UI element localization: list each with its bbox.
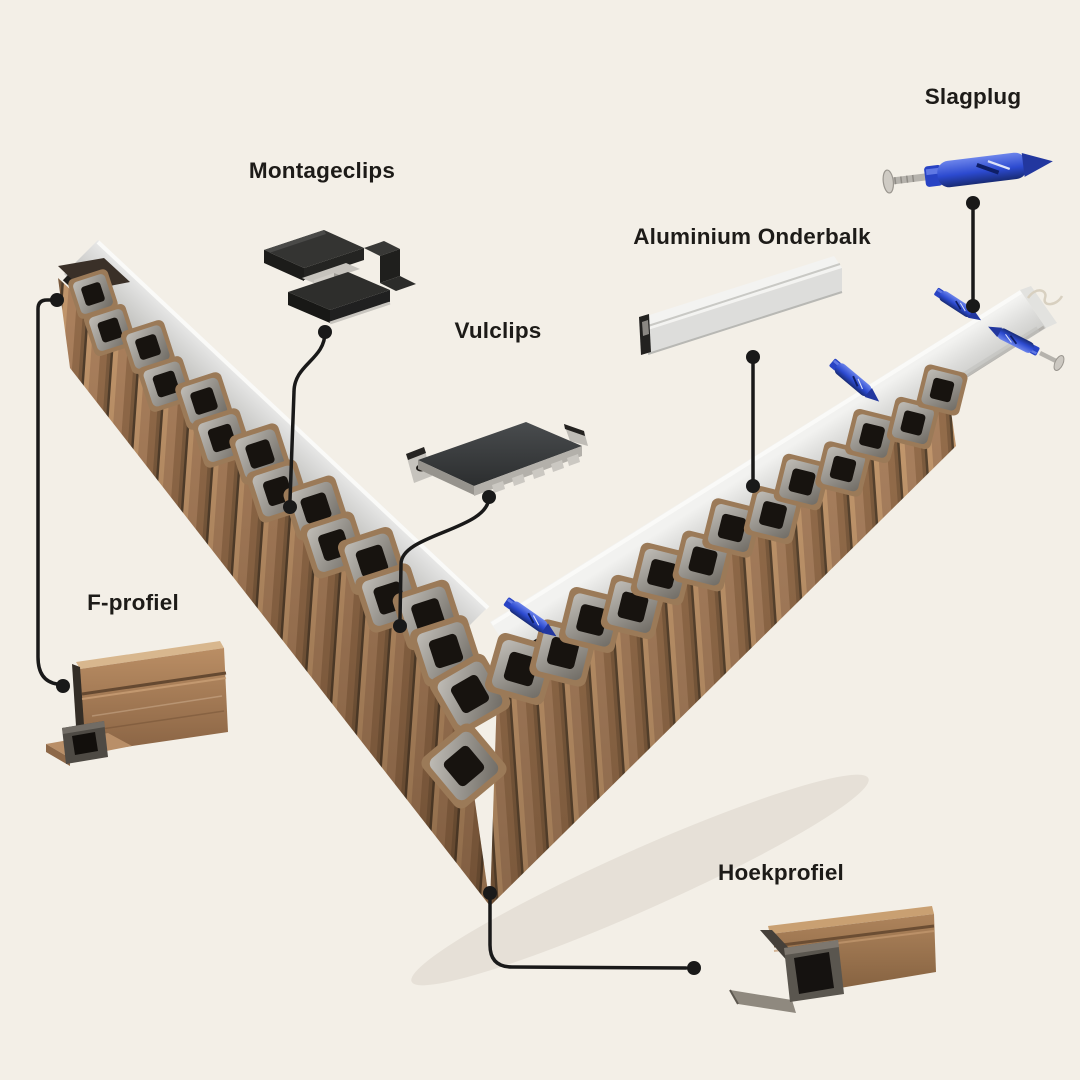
leader-line-montageclips (288, 330, 327, 502)
slat-wall-assembly (58, 240, 1065, 906)
rail-wire (1026, 289, 1064, 306)
plug-with-screw-in-rail (984, 320, 1065, 371)
label-aluminium-onderbalk: Aluminium Onderbalk (633, 224, 871, 249)
leader-dots (50, 196, 980, 975)
aluminium-onderbalk-image (639, 256, 843, 355)
hoekprofiel-image (729, 906, 936, 1013)
label-slagplug: Slagplug (924, 84, 1022, 109)
label-vulclips: Vulclips (454, 318, 542, 343)
label-f-profiel: F-profiel (87, 590, 179, 615)
f-profiel-image (46, 641, 228, 766)
vulclips-image (406, 422, 588, 496)
left-wall-slats (58, 278, 490, 906)
ground-shadow (411, 774, 869, 986)
label-hoekprofiel: Hoekprofiel (718, 860, 844, 885)
slagplug-image (882, 148, 1055, 194)
montageclips-image (264, 230, 416, 325)
leader-lines (36, 201, 975, 970)
leader-line-hoekprofiel (488, 891, 688, 970)
leader-line-vulclips (398, 495, 491, 621)
leader-line-f-profiel (36, 298, 65, 687)
right-wall-slats (490, 390, 956, 906)
label-montageclips: Montageclips (248, 158, 396, 183)
